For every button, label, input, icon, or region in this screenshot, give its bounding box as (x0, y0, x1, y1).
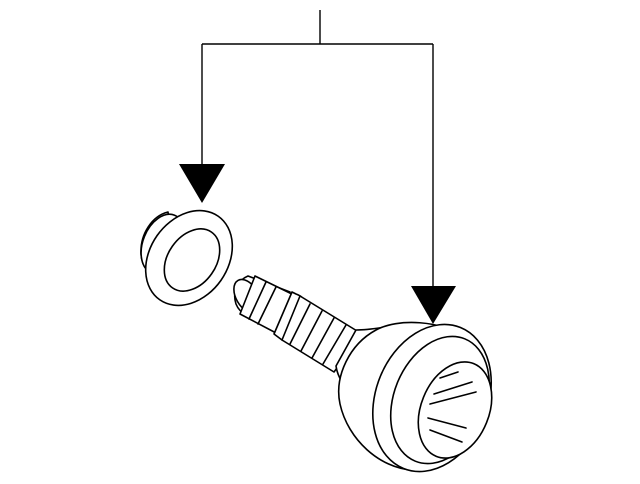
seal-cap-part (140, 209, 234, 307)
arrow-to-seal-cap-icon (179, 164, 225, 203)
callout-leader (179, 10, 456, 324)
arrow-to-cv-joint-icon (411, 286, 456, 324)
cv-joint-part (233, 275, 493, 473)
